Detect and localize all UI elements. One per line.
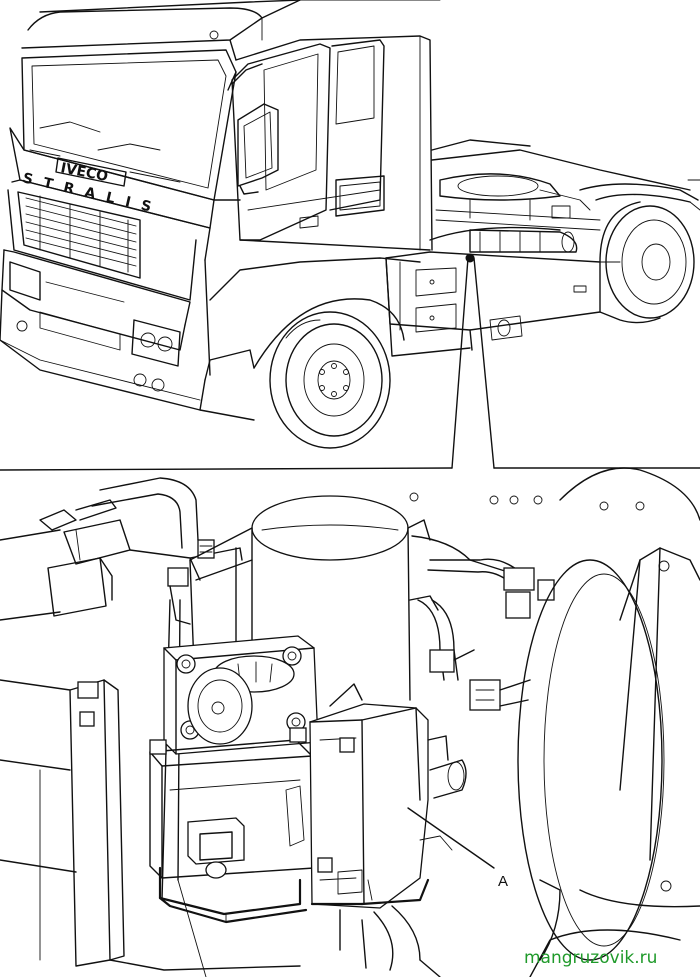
chassis-and-fifth-wheel (429, 139, 691, 253)
location-marker-icon (465, 253, 475, 263)
left-frame-and-hoses (0, 477, 243, 621)
front-wheel (253, 298, 405, 449)
cab-front-face: IVECO STRALIS (7, 127, 215, 301)
cab-roof (21, 0, 441, 61)
location-callout (451, 253, 495, 469)
panel-divider (0, 467, 700, 471)
truck-overview-panel: IVECO STRALIS (0, 0, 700, 471)
callout-a: A (407, 807, 508, 890)
pump-housing (149, 727, 315, 924)
rear-wheel (579, 179, 700, 324)
windshield (21, 49, 237, 201)
hose-fittings (411, 535, 555, 711)
front-bumper (0, 249, 255, 421)
filter-assembly (163, 635, 319, 755)
frame-rivets (409, 492, 645, 511)
side-box (385, 251, 621, 357)
control-unit-a (309, 683, 467, 971)
detail-view-panel: A mangruzovik.ru (0, 467, 700, 977)
brake-drum (517, 467, 700, 977)
callout-a-label: A (498, 873, 508, 890)
side-mirror (231, 63, 279, 195)
watermark-text: mangruzovik.ru (524, 948, 657, 968)
lower-frame (109, 879, 441, 977)
cab-side (204, 35, 433, 376)
